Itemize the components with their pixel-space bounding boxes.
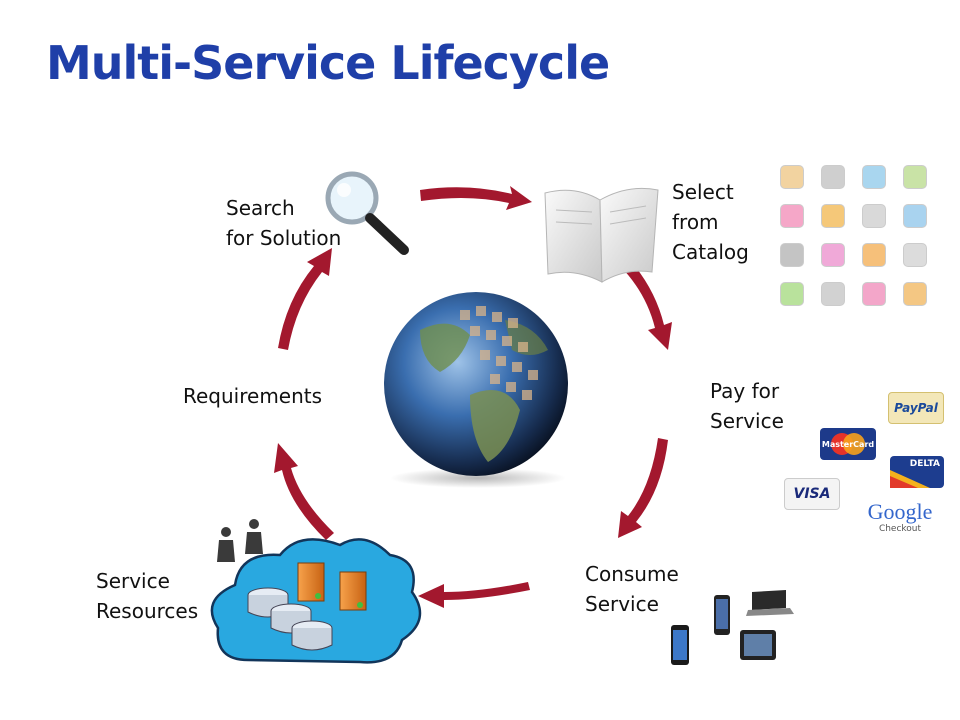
- app-icon: [903, 204, 927, 228]
- google-checkout-sub: Checkout: [878, 524, 922, 534]
- app-icon: [903, 165, 927, 189]
- app-icons-grid: [780, 165, 950, 315]
- server-boxes: [297, 562, 367, 611]
- open-book-icon: [544, 187, 659, 283]
- paypal-logo: PayPal: [888, 392, 944, 424]
- app-icon: [780, 204, 804, 228]
- google-checkout-logo: Google Checkout: [862, 499, 938, 535]
- delta-logo: DELTA: [890, 456, 944, 488]
- app-icon: [780, 165, 804, 189]
- cycle-arrows: [274, 186, 672, 608]
- app-icon: [862, 165, 886, 189]
- step-requirements-label: Requirements: [183, 384, 323, 408]
- app-icon: [903, 243, 927, 267]
- app-icon: [821, 243, 845, 267]
- arrow-pay-to-consume: [618, 438, 668, 538]
- globe-image: [384, 292, 568, 488]
- database-cylinders: [247, 587, 333, 651]
- visa-logo: VISA: [784, 478, 840, 510]
- arrow-requirements-to-search: [278, 248, 332, 350]
- app-icon: [903, 282, 927, 306]
- arrow-search-to-catalog: [420, 186, 532, 210]
- arrow-resources-to-requirements: [274, 443, 334, 540]
- app-icon: [780, 282, 804, 306]
- app-icon: [821, 165, 845, 189]
- page-title: Multi-Service Lifecycle: [46, 36, 610, 90]
- magnifier-icon: [325, 171, 409, 255]
- delta-swoosh-icon: [890, 470, 930, 488]
- app-icon: [862, 282, 886, 306]
- app-icon: [780, 243, 804, 267]
- cloud-datacenter-icon: [210, 538, 422, 664]
- app-icon: [862, 204, 886, 228]
- mobile-devices-icon: [671, 590, 794, 665]
- arrow-consume-to-resources: [418, 582, 530, 608]
- people-icon: [217, 519, 263, 562]
- app-icon: [862, 243, 886, 267]
- app-icon: [821, 282, 845, 306]
- arrow-catalog-to-pay: [619, 258, 672, 350]
- app-icon: [821, 204, 845, 228]
- mastercard-circles-icon: [831, 433, 865, 455]
- google-wordmark: Google: [867, 499, 933, 524]
- mastercard-logo: MasterCard: [820, 428, 876, 460]
